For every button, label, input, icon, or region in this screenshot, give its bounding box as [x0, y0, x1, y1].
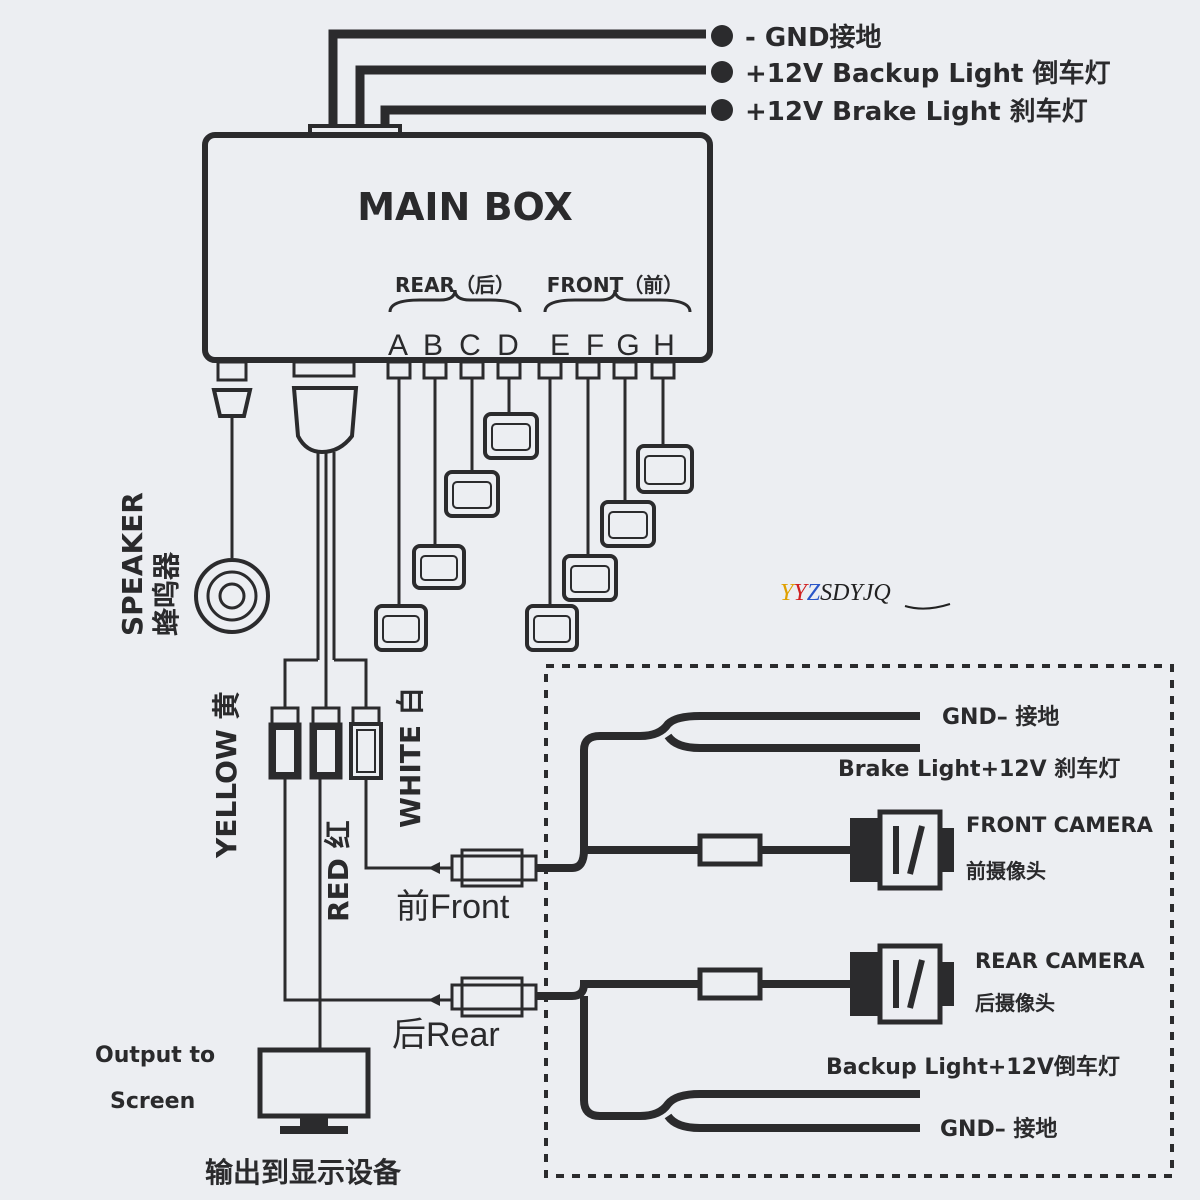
port-letter-e: E	[550, 329, 570, 362]
camera-kit-border	[544, 664, 1174, 1178]
gnd-power-label: - GND接地	[745, 23, 882, 53]
speaker-label-cn: 蜂鸣器	[150, 551, 183, 636]
sensor-f	[562, 378, 618, 602]
speaker: SPEAKER 蜂鸣器	[116, 360, 270, 636]
rear-gnd-label: GND– 接地	[940, 1117, 1057, 1142]
rear-input-label: 后Rear	[392, 1016, 500, 1054]
video-harness: YELLOW 黄 RED 红 WHITE 白	[210, 360, 440, 1050]
front-camera-label-cn: 前摄像头	[966, 859, 1046, 883]
sensor-c	[444, 378, 500, 518]
watermark-text: YYZSDYJQ	[780, 580, 891, 606]
main-box: MAIN BOX REAR（后） FRONT（前） A B C D E F G …	[202, 132, 713, 380]
brake-power-label: +12V Brake Light 刹车灯	[745, 96, 1088, 127]
sensor-d	[483, 378, 539, 460]
rear-backup-label: Backup Light+12V倒车灯	[826, 1054, 1120, 1080]
port-letter-g: G	[616, 329, 639, 362]
rear-camera-icon	[850, 943, 954, 1025]
output-label-line2: Screen	[110, 1089, 195, 1114]
watermark-char-3: Z	[807, 580, 821, 606]
front-input-label: 前Front	[396, 888, 510, 926]
sensor-e	[525, 378, 579, 652]
port-letter-b: B	[423, 329, 443, 362]
watermark-logo: YYZSDYJQ	[780, 580, 951, 610]
rear-input-connector	[428, 976, 538, 1018]
port-sockets	[386, 360, 676, 380]
watermark-char-1: Y	[780, 580, 796, 606]
red-lead-label: RED 红	[322, 820, 355, 922]
brake-terminal-dot	[711, 99, 733, 121]
sensor-g	[600, 378, 656, 548]
sensor-b	[412, 378, 466, 590]
port-letter-d: D	[497, 329, 519, 362]
front-camera-label: FRONT CAMERA	[966, 813, 1154, 837]
rear-camera-label-cn: 后摄像头	[975, 991, 1055, 1015]
watermark-char-2: Y	[793, 580, 809, 606]
camera-kit: GND– 接地 Brake Light+12V 刹车灯 FRONT CAMERA…	[536, 664, 1174, 1178]
main-box-title: MAIN BOX	[357, 185, 573, 229]
power-leads: - GND接地 +12V Backup Light 倒车灯 +12V Brake…	[308, 23, 1110, 142]
sensor-a	[374, 378, 428, 652]
input-connectors: 前Front 后Rear	[392, 848, 538, 1054]
port-letters: A B C D E F G H	[388, 329, 675, 362]
sensor-h	[636, 378, 694, 494]
output-label-cn: 输出到显示设备	[205, 1156, 402, 1189]
backup-power-label: +12V Backup Light 倒车灯	[745, 58, 1110, 89]
white-lead-label: WHITE 白	[394, 687, 427, 828]
port-letter-h: H	[653, 329, 675, 362]
front-camera-harness: GND– 接地 Brake Light+12V 刹车灯 FRONT CAMERA…	[536, 705, 1154, 891]
gnd-terminal-dot	[711, 25, 733, 47]
port-letter-a: A	[388, 329, 408, 362]
rear-camera-label: REAR CAMERA	[975, 949, 1145, 973]
front-camera-icon	[850, 809, 954, 891]
backup-terminal-dot	[711, 61, 733, 83]
output-label-line1: Output to	[95, 1043, 215, 1068]
front-gnd-label: GND– 接地	[942, 705, 1059, 730]
watermark-char-rest: SDYJQ	[820, 580, 891, 606]
front-input-connector	[428, 848, 538, 888]
rear-camera-harness: REAR CAMERA 后摄像头 Backup Light+12V倒车灯 GND…	[536, 943, 1145, 1142]
red-rca-plug	[309, 706, 343, 780]
port-letter-c: C	[459, 329, 481, 362]
speaker-label-en: SPEAKER	[116, 492, 149, 636]
white-rca-plug	[349, 706, 383, 780]
yellow-lead-label: YELLOW 黄	[210, 691, 243, 859]
yellow-rca-plug	[268, 706, 302, 780]
monitor-icon	[257, 1047, 371, 1119]
port-letter-f: F	[586, 329, 604, 362]
front-brake-label: Brake Light+12V 刹车灯	[838, 756, 1120, 782]
output-screen: Output to Screen 输出到显示设备	[95, 1043, 402, 1189]
parking-sensors	[374, 378, 694, 652]
